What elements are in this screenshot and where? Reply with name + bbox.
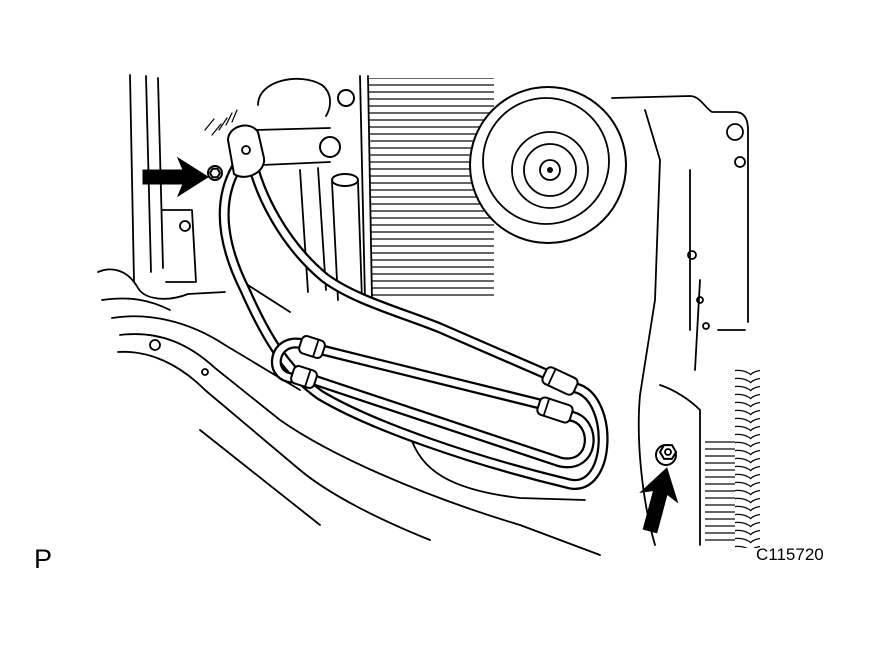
hose-fitting-lower-right (536, 396, 574, 424)
upper-bracket (204, 77, 355, 166)
bolt-icon (655, 444, 678, 466)
hose-fitting-upper-right (541, 366, 579, 396)
pointer-arrow-icon (142, 156, 209, 198)
bolt-icon (207, 165, 223, 181)
radiator-side-frame (359, 75, 373, 301)
crankshaft-pulley (469, 86, 627, 244)
tube-core (318, 346, 544, 408)
oil-cooler-tube-left-loop (270, 337, 309, 384)
view-label: P (34, 544, 53, 574)
condenser-fins-curved (735, 368, 760, 548)
tube-core (220, 164, 607, 488)
oil-cooler-tube-inner-loop (308, 374, 595, 469)
condenser-fins-straight (705, 440, 735, 545)
hose-fitting-upper-left (298, 335, 326, 359)
tube-core (273, 339, 307, 382)
hose-fitting-lower-left (290, 365, 318, 389)
oil-cooler-tube-diagonal (244, 146, 552, 380)
oil-cooler-tube-middle-run (316, 344, 546, 410)
pointer-arrow-icon (639, 467, 679, 534)
tube-clamp-bracket (226, 124, 266, 178)
tube-core (246, 148, 550, 378)
engine-block (611, 95, 749, 546)
body-panel-lines (97, 268, 601, 556)
oil-cooler-tube-outer-loop (218, 162, 609, 490)
figure-code: C115720 (756, 545, 824, 564)
radiator-fins (368, 78, 494, 300)
tube-core (310, 376, 593, 467)
